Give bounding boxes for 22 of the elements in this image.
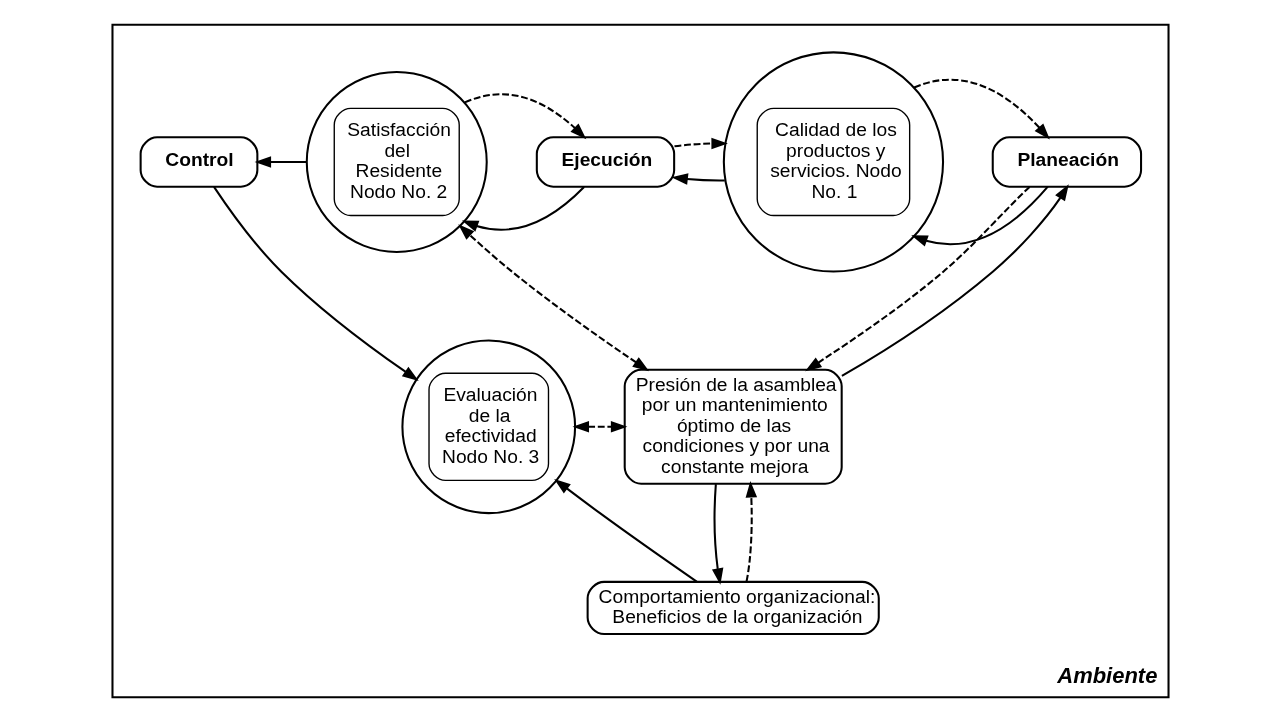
node-box: Comportamiento organizacional: Beneficios de la organización — [586, 580, 880, 636]
node-box: Presión de la asamblea por un mantenimiento óptimo de las condiciones y por una constante mejora — [623, 368, 843, 485]
arrow — [804, 186, 1030, 372]
arrow — [670, 173, 725, 185]
arrow — [254, 156, 306, 168]
node-box: Ejecución — [535, 136, 675, 188]
node-box: Control — [139, 136, 258, 188]
arrow — [461, 186, 585, 232]
node-box: Planeación — [991, 136, 1142, 188]
arrow — [745, 481, 757, 582]
arrow — [673, 137, 728, 150]
arrow — [572, 421, 627, 433]
arrow — [457, 224, 649, 372]
arrow — [910, 186, 1049, 247]
arrow — [711, 484, 723, 585]
arrow — [463, 93, 586, 140]
arrow — [212, 186, 419, 381]
arrow — [913, 78, 1050, 140]
node-circle: Satisfacción del Residente Nodo No. 2 — [305, 70, 488, 253]
arrow — [840, 184, 1069, 377]
arrow — [553, 478, 697, 583]
node-circle: Calidad de los productos y servicios. Nodo No. 1 — [722, 51, 944, 273]
